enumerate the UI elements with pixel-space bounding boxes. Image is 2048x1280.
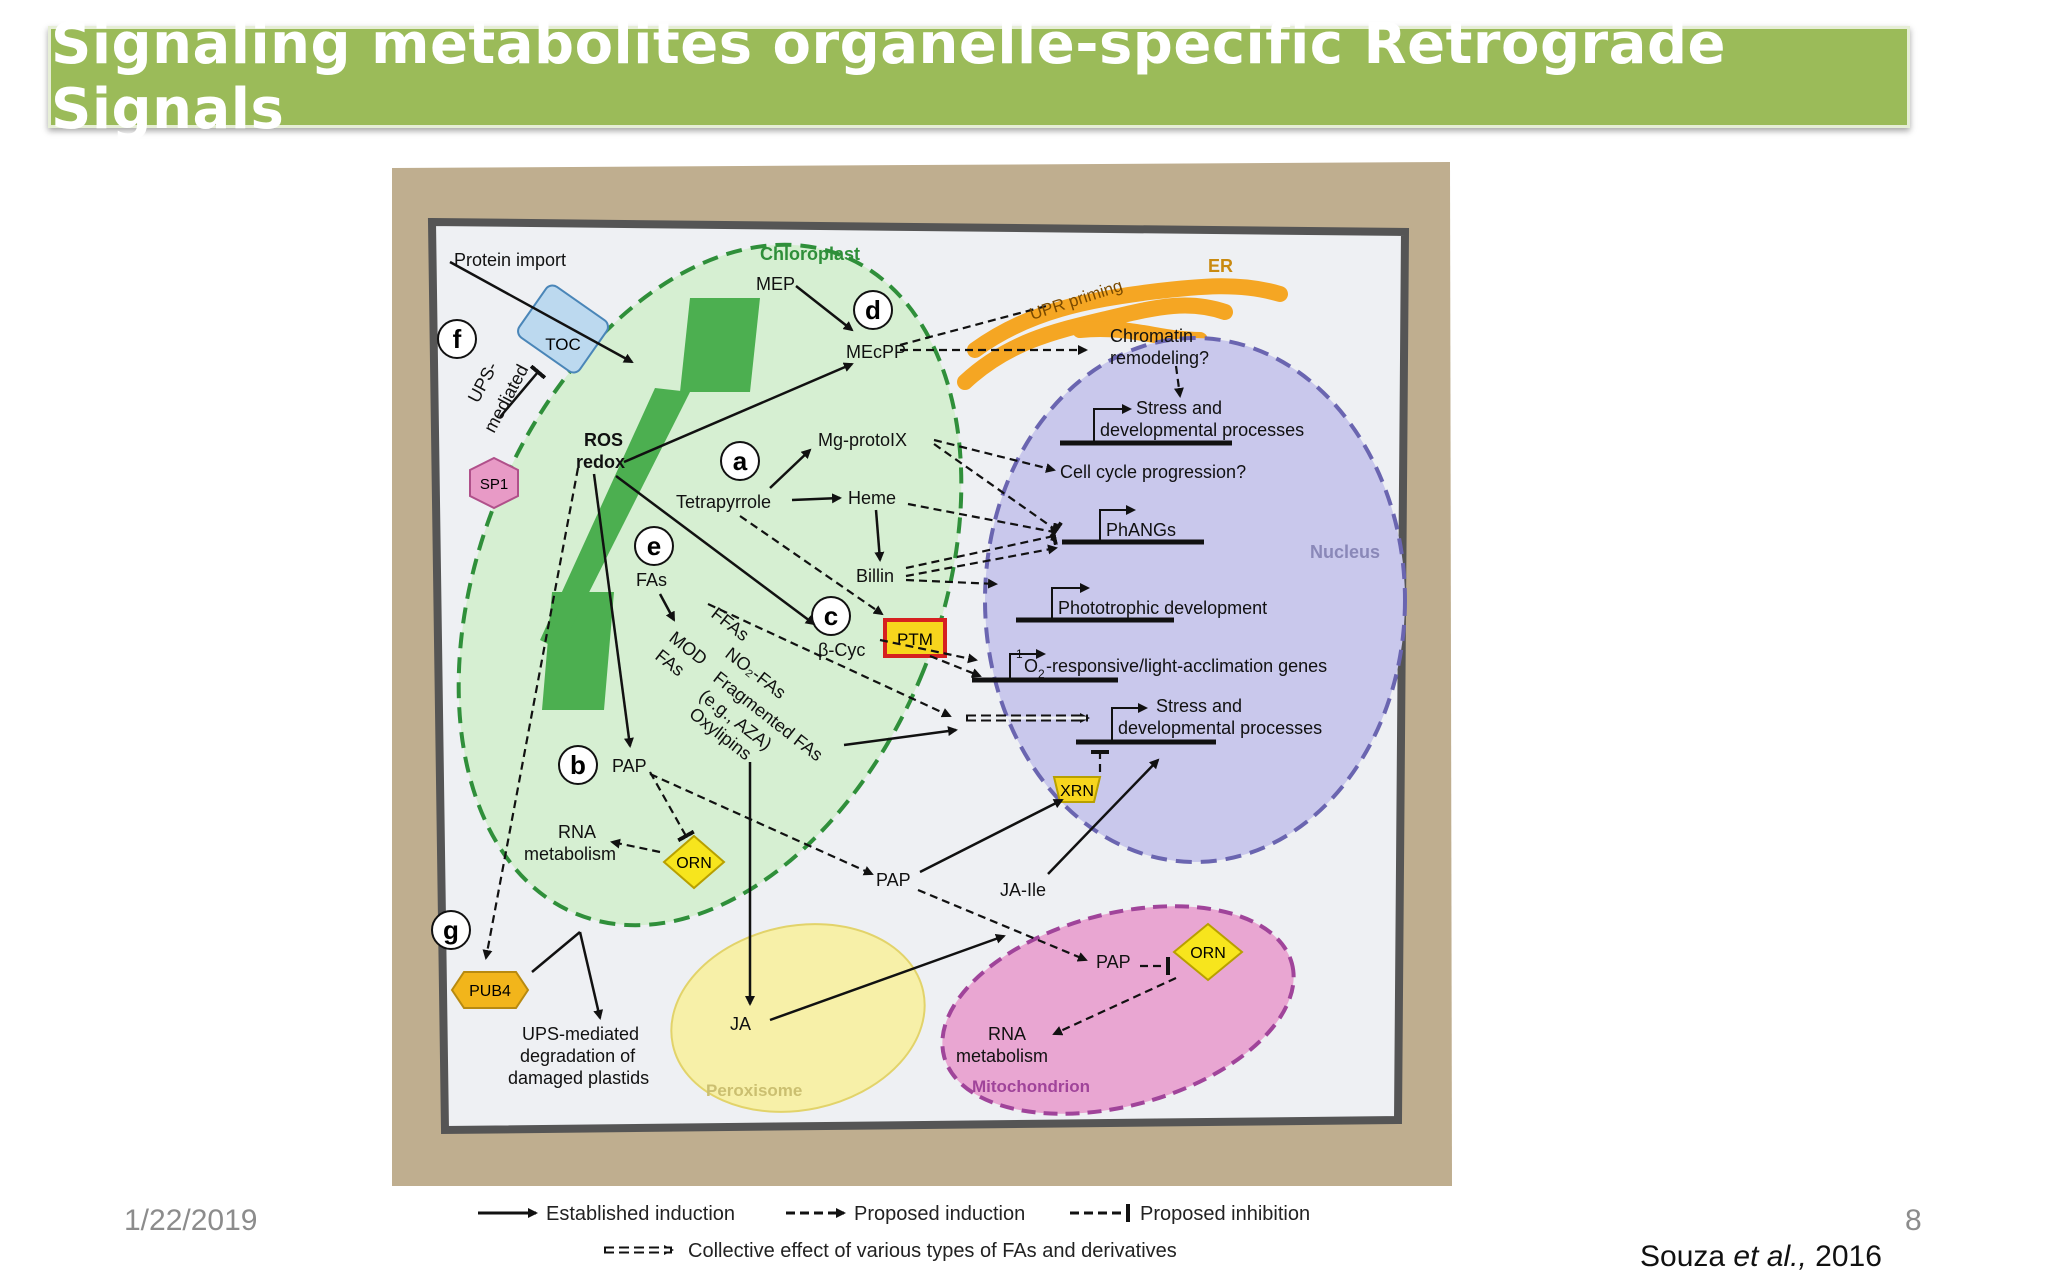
letter-a: a	[733, 446, 748, 476]
citation-etal: et al.,	[1733, 1240, 1807, 1273]
letter-c: c	[824, 601, 838, 631]
stress-label-2b: developmental processes	[1118, 718, 1322, 738]
ros-label: ROS	[584, 430, 623, 450]
panel-letters: f d a e c b g	[431, 290, 893, 950]
citation-author: Souza	[1640, 1240, 1726, 1273]
letter-f: f	[453, 324, 462, 354]
pap-mito-label: PAP	[1096, 952, 1131, 972]
billin-label: Billin	[856, 566, 894, 586]
peroxisome-label: Peroxisome	[706, 1081, 802, 1100]
ups-deg-label-1: UPS-mediated	[522, 1024, 639, 1044]
stress-label-1b: developmental processes	[1100, 420, 1304, 440]
ups-deg-label-2: degradation of	[520, 1046, 636, 1066]
chromatin-label-2: remodeling?	[1110, 348, 1209, 368]
o2-rest: -responsive/light-acclimation genes	[1046, 656, 1327, 676]
stress-label-1a: Stress and	[1136, 398, 1222, 418]
slide-date: 1/22/2019	[124, 1204, 258, 1237]
sp1-shape	[469, 456, 519, 510]
xrn-label: XRN	[1060, 783, 1094, 800]
legend-proposed-induction: Proposed induction	[854, 1203, 1025, 1225]
toc-label: TOC	[545, 335, 581, 354]
ups-deg-label-3: damaged plastids	[508, 1068, 649, 1088]
orn-label: ORN	[676, 855, 712, 872]
peroxisome	[670, 923, 926, 1113]
slide-number: 8	[1905, 1204, 1922, 1237]
legend-established: Established induction	[546, 1203, 735, 1225]
o2-sub: 2	[1038, 667, 1045, 681]
mg-protoix-label: Mg-protoIX	[818, 430, 907, 450]
cell-cycle-label: Cell cycle progression?	[1060, 462, 1246, 482]
chromatin-label-1: Chromatin	[1110, 326, 1193, 346]
pap-chloroplast-label: PAP	[612, 756, 647, 776]
rna-mito-label-2: metabolism	[956, 1046, 1048, 1066]
protein-import-label: Protein import	[454, 250, 566, 270]
legend: Established induction Proposed induction…	[478, 1203, 1310, 1262]
pub4-shape	[450, 971, 530, 1009]
established-arrows	[449, 260, 1160, 1022]
letter-d: d	[865, 295, 881, 325]
nucleus-label: Nucleus	[1310, 542, 1380, 562]
title-bar: Signaling metabolites organelle-specific…	[48, 12, 1910, 142]
ja-label: JA	[730, 1014, 751, 1034]
legend-collective: Collective effect of various types of FA…	[688, 1240, 1177, 1262]
nucleus	[983, 336, 1407, 864]
rna-label-2: metabolism	[524, 844, 616, 864]
letter-b: b	[570, 750, 586, 780]
pap-cytoplasm-label: PAP	[876, 870, 911, 890]
er-label: ER	[1208, 256, 1233, 276]
stress-label-2a: Stress and	[1156, 696, 1242, 716]
sp1-label: SP1	[480, 476, 508, 493]
o2-sup: 1	[1016, 647, 1023, 661]
ja-ile-label: JA-Ile	[1000, 880, 1046, 900]
beta-cyc-label: β-Cyc	[818, 640, 865, 660]
mitochondrion-label: Mitochondrion	[972, 1077, 1090, 1096]
redox-label: redox	[576, 452, 625, 472]
orn-diamond	[662, 834, 726, 890]
proposed-arrows	[482, 303, 1184, 1036]
rna-mito-label-1: RNA	[988, 1024, 1026, 1044]
xrn-shape	[1052, 776, 1102, 803]
citation-year: 2016	[1815, 1240, 1882, 1273]
ptm-label: PTM	[897, 630, 933, 649]
chloroplast-label: Chloroplast	[760, 244, 860, 264]
thylakoid-grana	[540, 298, 760, 710]
citation: Souza et al., 2016	[1640, 1240, 1882, 1274]
letter-g: g	[443, 915, 459, 945]
orn-mito-label: ORN	[1190, 945, 1226, 962]
ptm-box	[883, 618, 947, 658]
gene-bars	[972, 404, 1232, 745]
phototrophic-label: Phototrophic development	[1058, 598, 1267, 618]
heme-label: Heme	[848, 488, 896, 508]
mep-label: MEP	[756, 274, 795, 294]
tetrapyrrole-label: Tetrapyrrole	[676, 492, 771, 512]
rna-label-1: RNA	[558, 822, 596, 842]
letter-e: e	[647, 531, 661, 561]
fas-label: FAs	[636, 570, 667, 590]
legend-proposed-inhibition: Proposed inhibition	[1140, 1203, 1310, 1225]
mecpp-label: MEcPP	[846, 342, 906, 362]
phangs-label: PhANGs	[1106, 520, 1176, 540]
pub4-label: PUB4	[469, 983, 511, 1000]
orn-mito-diamond	[1172, 922, 1244, 982]
o2-text: O	[1024, 656, 1038, 676]
slide-title: Signaling metabolites organelle-specific…	[51, 12, 1727, 142]
